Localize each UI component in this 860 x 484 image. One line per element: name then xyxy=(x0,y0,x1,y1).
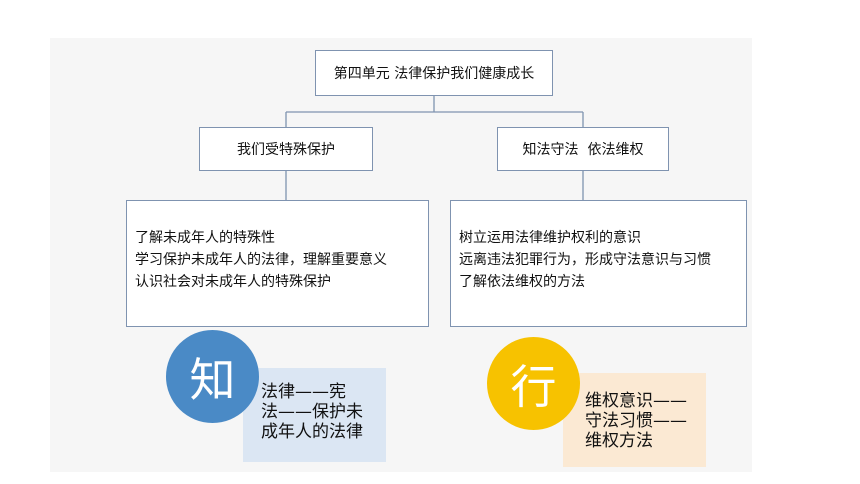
action-note: 维权意识—— 守法习惯—— 维权方法 xyxy=(563,373,706,467)
detail-node-special-protection: 了解未成年人的特殊性 学习保护未成年人的法律，理解重要意义 认识社会对未成年人的… xyxy=(126,200,429,327)
detail-line: 了解未成年人的特殊性 xyxy=(135,230,275,246)
branch-label: 我们受特殊保护 xyxy=(237,142,335,158)
knowledge-note: 法律——宪 法——保护未 成年人的法律 xyxy=(243,368,386,462)
detail-line: 了解依法维权的方法 xyxy=(459,274,585,290)
note-line: 法律——宪 xyxy=(261,382,346,402)
note-line: 维权方法 xyxy=(585,431,653,451)
detail-line: 远离违法犯罪行为，形成守法意识与习惯 xyxy=(459,252,711,268)
note-line: 法——保护未 xyxy=(261,402,363,422)
detail-node-law-rights: 树立运用法律维护权利的意识 远离违法犯罪行为，形成守法意识与习惯 了解依法维权的… xyxy=(450,200,747,327)
detail-line: 树立运用法律维护权利的意识 xyxy=(459,230,641,246)
branch-label: 知法守法 依法维权 xyxy=(522,142,644,158)
detail-line: 学习保护未成年人的法律，理解重要意义 xyxy=(135,252,387,268)
knowledge-badge: 知 xyxy=(166,330,259,423)
note-line: 成年人的法律 xyxy=(261,422,363,442)
root-label: 第四单元 法律保护我们健康成长 xyxy=(333,66,535,82)
action-badge: 行 xyxy=(487,337,580,430)
badge-char: 行 xyxy=(510,359,557,414)
branch-node-special-protection: 我们受特殊保护 xyxy=(199,127,373,171)
detail-line: 认识社会对未成年人的特殊保护 xyxy=(135,274,331,290)
root-node: 第四单元 法律保护我们健康成长 xyxy=(315,50,553,96)
note-line: 维权意识—— xyxy=(585,391,687,411)
badge-char: 知 xyxy=(189,352,236,407)
note-line: 守法习惯—— xyxy=(585,411,687,431)
branch-node-law-rights: 知法守法 依法维权 xyxy=(497,127,669,171)
